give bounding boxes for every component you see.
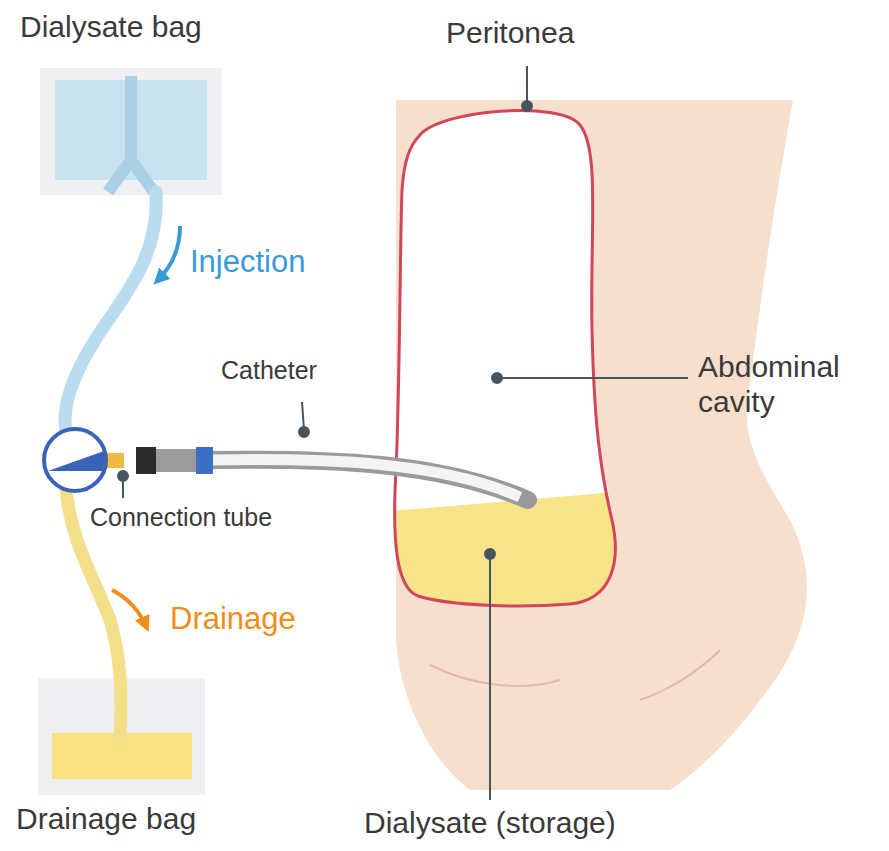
leader-line (497, 377, 688, 379)
leader-dot (299, 427, 309, 437)
bag-label: Dialysate bag (20, 10, 202, 45)
body-crease (430, 665, 560, 686)
connector (196, 447, 213, 474)
leader-line (302, 402, 304, 430)
leader-line (489, 556, 491, 800)
leader-dot (522, 101, 532, 111)
bag-label: Drainage bag (16, 802, 196, 837)
valve (44, 429, 106, 491)
bag-node: Drainage bag (12, 676, 302, 848)
drainage-arrow (112, 590, 146, 626)
peritoneum-outline (395, 111, 616, 606)
part-label: Catheter (221, 356, 317, 385)
part-label: Peritonea (446, 16, 574, 51)
body-crease (640, 650, 720, 700)
flow-label: Injection (190, 244, 305, 280)
leader-dot (118, 471, 128, 481)
part-label: Dialysate (storage) (364, 806, 616, 841)
bag-frame (40, 68, 222, 195)
dialysate-fluid (380, 490, 640, 640)
connector (156, 449, 196, 472)
inflow-tube (65, 192, 156, 432)
leader-dot (485, 549, 495, 559)
part-label: Abdominal cavity (698, 350, 878, 419)
valve-wedge (48, 451, 104, 471)
catheter (210, 460, 528, 500)
bag-node: Dialysate bag (12, 8, 312, 198)
part-label: Connection tube (90, 503, 272, 532)
connector (136, 447, 156, 474)
bag-port (108, 76, 154, 192)
leader-line (526, 66, 528, 104)
catheter-lumen (210, 460, 520, 497)
flow-label: Drainage (170, 601, 296, 637)
injection-arrow (158, 226, 180, 280)
leader-dot (492, 373, 502, 383)
